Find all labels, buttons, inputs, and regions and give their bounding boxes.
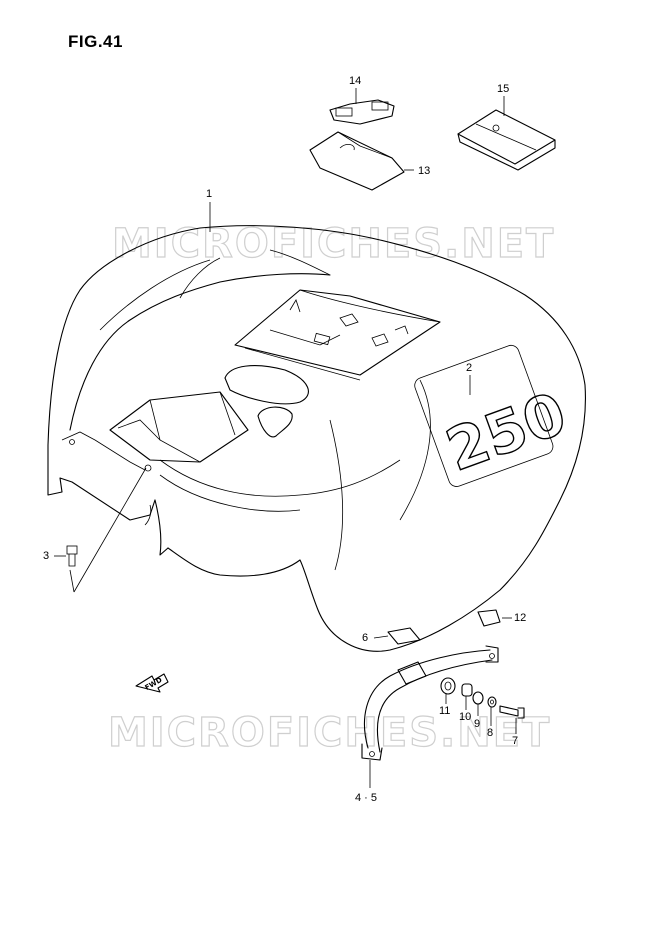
callout-15: 15 — [497, 83, 510, 95]
callout-7: 7 — [512, 735, 519, 747]
figure-title: FIG.41 — [68, 32, 123, 51]
callout-9: 9 — [474, 718, 481, 730]
cover-pad-part-13 — [309, 131, 405, 191]
callout-10: 10 — [459, 711, 472, 723]
rear-fender-part-1 — [47, 225, 586, 652]
callout-4-5: 4 · 5 — [355, 792, 378, 804]
callout-2: 2 — [466, 362, 473, 374]
callout-8: 8 — [487, 727, 494, 739]
fwd-arrow-icon: FWD — [135, 673, 169, 693]
watermark-bottom: MICROFICHES.NET — [108, 710, 551, 756]
spacer-part-10 — [461, 683, 473, 697]
watermark-top: MICROFICHES.NET — [112, 221, 555, 267]
callout-3: 3 — [43, 550, 50, 562]
leader-lines — [54, 88, 517, 788]
fwd-arrow-text: FWD — [144, 676, 164, 692]
washer-part-8 — [487, 696, 497, 708]
callout-14: 14 — [349, 75, 362, 87]
callout-13: 13 — [418, 165, 431, 177]
grab-bar-part-4-5 — [361, 645, 499, 761]
collar-part-11 — [440, 677, 456, 695]
bolt-part-7 — [499, 705, 525, 719]
decal-250-part-2: 250 — [414, 344, 575, 487]
callout-12: 12 — [514, 612, 527, 624]
bracket-part-14 — [329, 99, 395, 125]
callout-11: 11 — [439, 705, 451, 717]
plate-part-15 — [457, 109, 556, 171]
clip-part-12 — [477, 609, 501, 627]
pad-part-6 — [387, 627, 421, 645]
callout-6: 6 — [362, 632, 369, 644]
washer-part-9 — [472, 691, 484, 705]
bolt-part-3 — [66, 545, 78, 567]
callout-1: 1 — [206, 188, 213, 200]
